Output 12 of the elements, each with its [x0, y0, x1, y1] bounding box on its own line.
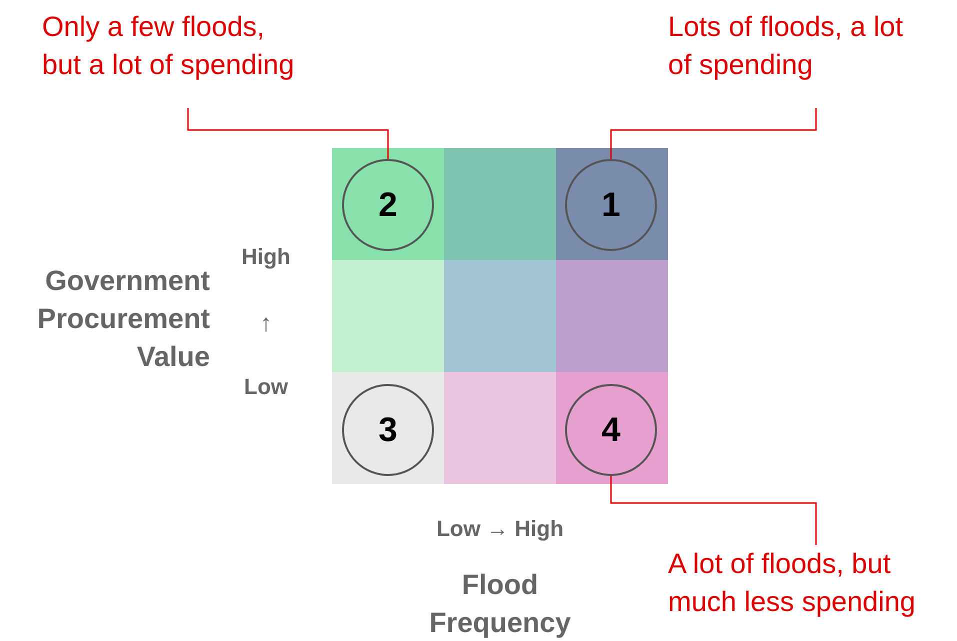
axis-title: Flood Frequency	[428, 568, 572, 640]
leader-line	[187, 108, 389, 159]
axis-label: Low → High	[435, 515, 565, 543]
callout-text: Only a few floods, but a lot of spending	[42, 8, 307, 108]
leader-line	[610, 108, 817, 159]
direction-arrow: ↑	[259, 309, 273, 339]
leader-line	[610, 476, 817, 545]
axis-label: High	[240, 243, 292, 271]
callout-text: Lots of floods, a lot of spending	[668, 8, 930, 108]
axis-title: Government Procurement Value	[36, 264, 210, 374]
axis-label: Low	[243, 373, 289, 401]
callout-text: A lot of floods, but much less spending	[668, 545, 957, 641]
